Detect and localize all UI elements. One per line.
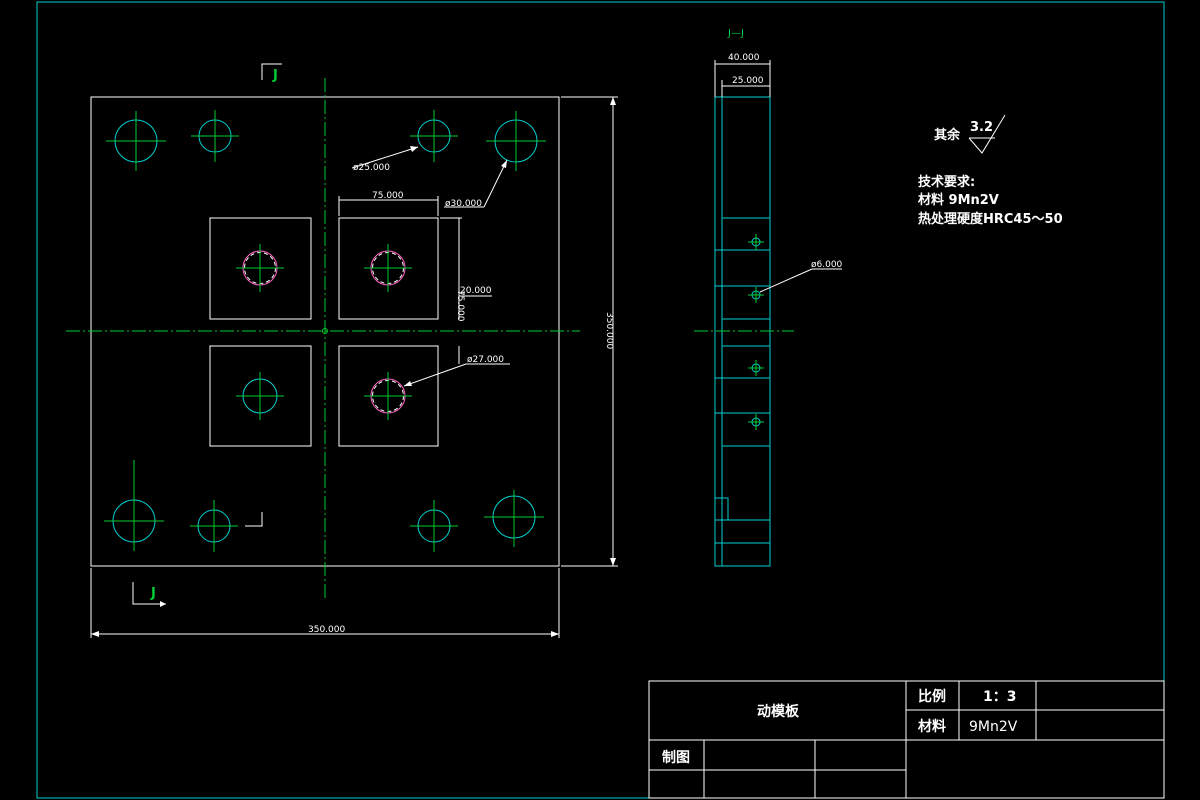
leader-d30 (483, 159, 508, 208)
material-value: 9Mn2V (969, 719, 1018, 735)
pocket-hole-bl (236, 372, 284, 420)
small-hole-tr (410, 110, 458, 162)
pocket-bottom-right (338, 345, 439, 447)
section-view-title: J—J (727, 28, 744, 39)
dim-arrow (551, 631, 559, 637)
dim-75-height: 75.000 (455, 290, 465, 322)
leader-arrow (410, 146, 418, 152)
leader-d25 (351, 146, 419, 169)
guide-hole-tl (106, 111, 166, 171)
requirements-material: 材料 9Mn2V (918, 192, 999, 208)
guide-hole-tr (486, 111, 546, 171)
pocket-top-right (338, 217, 439, 320)
dim-arrow (610, 97, 616, 105)
pocket-hole-tr (364, 244, 412, 292)
dim-40: 40.000 (728, 53, 760, 63)
side-pin-1 (748, 234, 764, 250)
requirements-title: 技术要求: (918, 174, 975, 190)
pocket-bottom-left (209, 345, 312, 447)
dim-350-width: 350.000 (308, 625, 345, 635)
pocket-top-left (209, 217, 312, 320)
front-view: J J 75.000 75.000 20.000 ø25.000 ø30.000… (66, 63, 618, 638)
dim-arrow (610, 558, 616, 566)
side-view: J—J 40.000 25.000 (694, 28, 843, 567)
small-hole-tl (191, 110, 239, 162)
material-label: 材料 (918, 718, 946, 735)
requirements-hardness: 热处理硬度HRC45～50 (918, 211, 1063, 227)
leader-arrow (404, 381, 412, 386)
section-label-bottom: J (150, 586, 156, 601)
center-point (322, 328, 328, 334)
part-name: 动模板 (757, 703, 800, 720)
pocket-hole-br (364, 372, 412, 420)
guide-hole-bl (104, 460, 164, 551)
corner-mark (245, 512, 263, 527)
roughness-label: 其余 (934, 127, 961, 143)
side-pin-3 (748, 360, 764, 376)
dim-d27: ø27.000 (467, 355, 504, 365)
side-step (715, 497, 729, 520)
small-hole-br (410, 500, 458, 552)
side-pin-2 (748, 287, 764, 303)
section-mark-top (261, 63, 282, 80)
roughness-symbol (968, 114, 1006, 154)
notes: 其余 3.2 技术要求: 材料 9Mn2V 热处理硬度HRC45～50 (918, 114, 1063, 227)
title-block: 动模板 比例 1：3 材料 9Mn2V 制图 (648, 680, 1165, 799)
section-mark-bottom (132, 582, 166, 605)
dim-arrow (91, 631, 99, 637)
dim-350-height: 350.000 (604, 312, 614, 349)
leader-arrow (501, 160, 507, 168)
dim-d30: ø30.000 (445, 199, 482, 209)
dim-d6: ø6.000 (811, 260, 843, 270)
dim-75-width: 75.000 (372, 191, 404, 201)
leader-d27 (403, 363, 467, 387)
scale-label: 比例 (918, 688, 946, 705)
dim-20: 20.000 (460, 286, 492, 296)
drawing-border (36, 1, 1165, 799)
roughness-value: 3.2 (970, 120, 993, 135)
small-hole-bl (190, 500, 238, 552)
dim-d25: ø25.000 (353, 163, 390, 173)
guide-hole-br (484, 490, 544, 547)
pocket-hole-tl (236, 244, 284, 292)
section-arrow-bottom (160, 601, 166, 607)
leader-d6 (759, 268, 813, 293)
side-pin-4 (748, 414, 764, 430)
section-label-top: J (272, 68, 278, 83)
drawn-label: 制图 (662, 749, 690, 766)
scale-value: 1：3 (983, 689, 1016, 705)
dim-25: 25.000 (732, 76, 764, 86)
